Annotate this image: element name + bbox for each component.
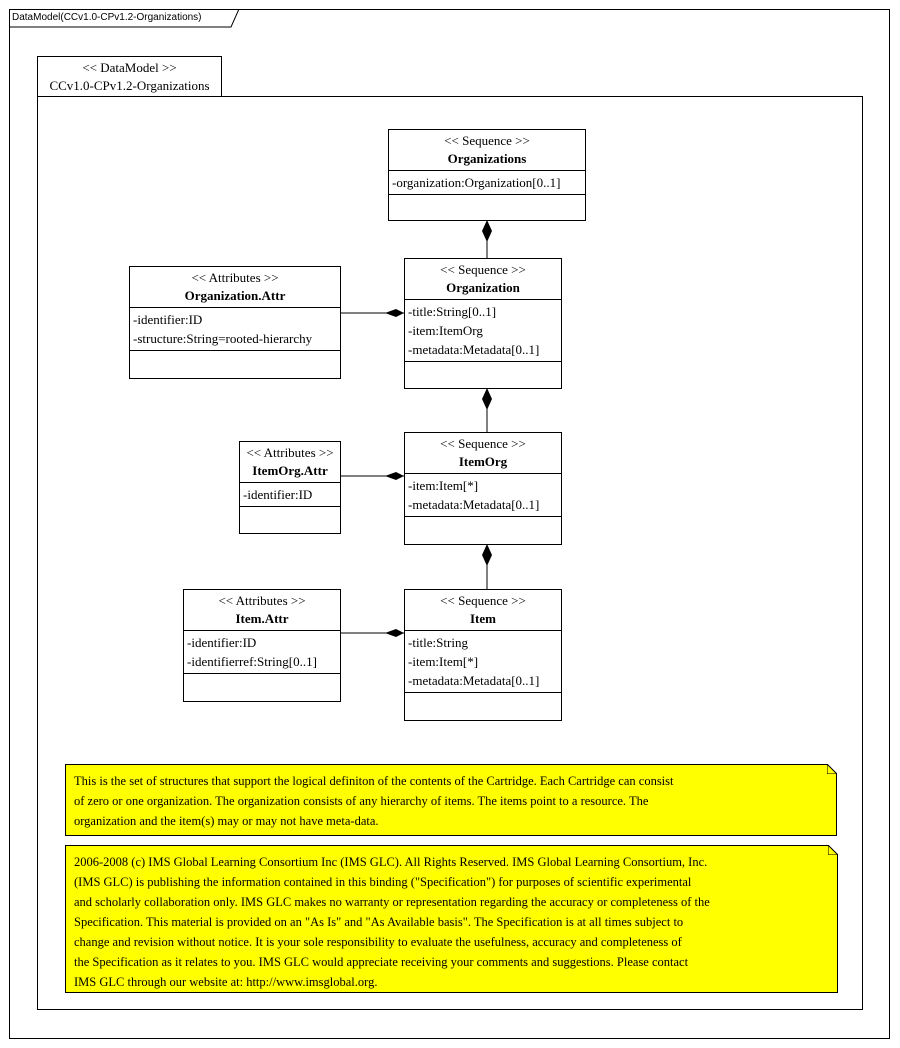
frame-title: DataModel(CCv1.0-CPv1.2-Organizations) [12, 12, 202, 23]
note-line: 2006-2008 (c) IMS Global Learning Consor… [74, 855, 708, 869]
class-attribute: -metadata:Metadata[0..1] [408, 342, 540, 357]
class-organizations[interactable]: << Sequence >> Organizations -organizati… [388, 129, 586, 221]
class-name: ItemOrg.Attr [252, 463, 328, 478]
class-itemorg[interactable]: << Sequence >> ItemOrg -item:Item[*] -me… [404, 432, 562, 545]
class-organization[interactable]: << Sequence >> Organization -title:Strin… [404, 258, 562, 389]
class-name: Item [470, 611, 496, 626]
class-stereotype: << Sequence >> [444, 133, 530, 148]
class-item[interactable]: << Sequence >> Item -title:String -item:… [404, 589, 562, 721]
class-attribute: -title:String[0..1] [408, 304, 497, 319]
class-name: ItemOrg [458, 454, 508, 469]
class-name: Item.Attr [235, 611, 289, 626]
note-line: IMS GLC through our website at: http://w… [74, 975, 378, 989]
class-stereotype: << Attributes >> [246, 445, 334, 460]
class-attribute: -structure:String=rooted-hierarchy [133, 331, 313, 346]
class-attribute: -organization:Organization[0..1] [392, 175, 561, 190]
package-body [37, 96, 863, 1010]
note-copyright: 2006-2008 (c) IMS Global Learning Consor… [65, 845, 838, 993]
class-organization-attr[interactable]: << Attributes >> Organization.Attr -iden… [129, 266, 341, 379]
package-stereotype: << DataModel >> [82, 60, 177, 75]
class-stereotype: << Sequence >> [440, 436, 526, 451]
class-item-attr[interactable]: << Attributes >> Item.Attr -identifier:I… [183, 589, 341, 702]
class-attribute: -metadata:Metadata[0..1] [408, 497, 540, 512]
note-line: of zero or one organization. The organiz… [74, 794, 649, 808]
note-description: This is the set of structures that suppo… [65, 764, 837, 836]
class-stereotype: << Sequence >> [440, 262, 526, 277]
class-attribute: -identifier:ID [133, 312, 203, 327]
note-line: This is the set of structures that suppo… [74, 774, 674, 788]
note-line: the Specification as it relates to you. … [74, 955, 689, 969]
package-tab: << DataModel >> CCv1.0-CPv1.2-Organizati… [37, 56, 222, 97]
class-stereotype: << Attributes >> [218, 593, 306, 608]
class-attribute: -metadata:Metadata[0..1] [408, 673, 540, 688]
class-attribute: -identifierref:String[0..1] [187, 654, 317, 669]
note-fold-icon [827, 764, 837, 774]
note-line: Specification. This material is provided… [74, 915, 684, 929]
class-name: Organization.Attr [184, 288, 286, 303]
note-line: change and revision without notice. It i… [74, 935, 682, 949]
class-name: Organization [446, 280, 520, 295]
package-name: CCv1.0-CPv1.2-Organizations [49, 78, 210, 93]
note-fold-icon [828, 845, 838, 855]
note-line: and scholarly collaboration only. IMS GL… [74, 895, 710, 909]
class-itemorg-attr[interactable]: << Attributes >> ItemOrg.Attr -identifie… [239, 441, 341, 534]
class-attribute: -item:ItemOrg [408, 323, 483, 338]
diagram-frame [9, 9, 890, 1039]
class-attribute: -identifier:ID [243, 487, 313, 502]
class-stereotype: << Attributes >> [191, 270, 279, 285]
frame-tab-shape [9, 9, 239, 28]
note-line: (IMS GLC) is publishing the information … [74, 875, 692, 889]
class-attribute: -identifier:ID [187, 635, 257, 650]
class-attribute: -item:Item[*] [408, 654, 479, 669]
class-name: Organizations [447, 151, 527, 166]
class-attribute: -title:String [408, 635, 468, 650]
class-attribute: -item:Item[*] [408, 478, 479, 493]
class-stereotype: << Sequence >> [440, 593, 526, 608]
note-line: organization and the item(s) may or may … [74, 814, 379, 828]
